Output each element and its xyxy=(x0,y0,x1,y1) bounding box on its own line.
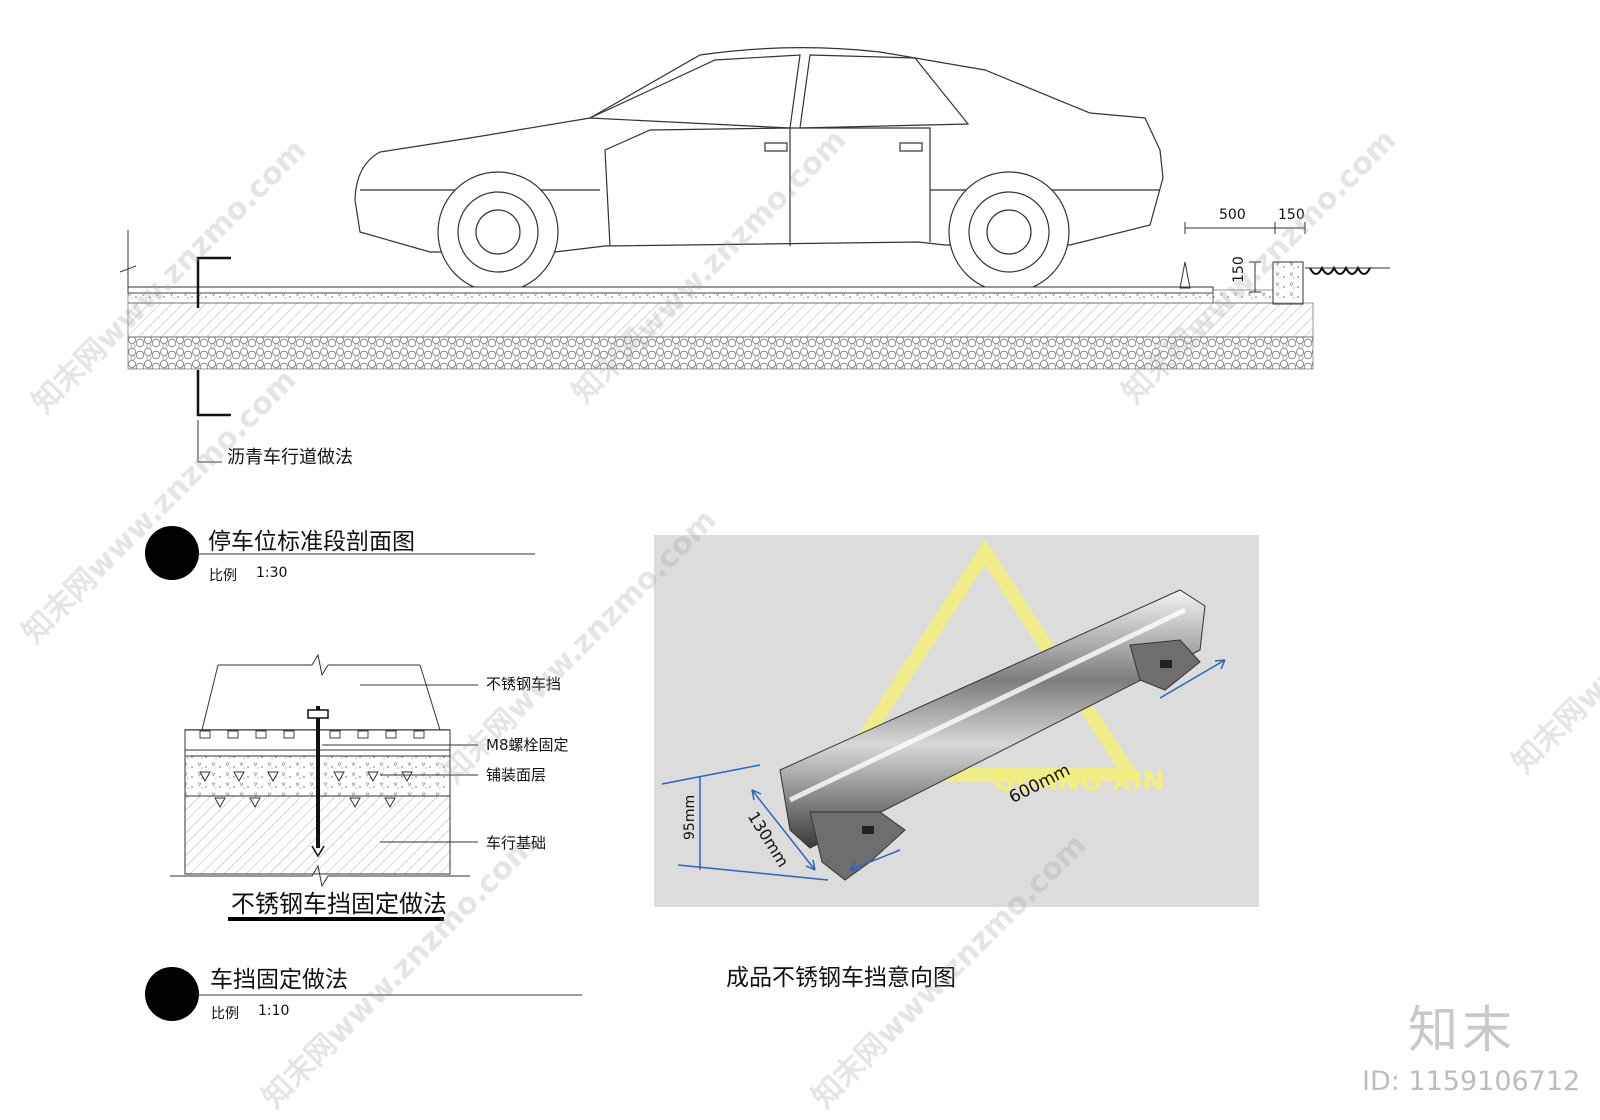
title-bullet-1 xyxy=(145,526,199,580)
label-leader xyxy=(197,420,222,463)
brand-logo: 知末 xyxy=(1408,1001,1516,1059)
detail-label-paving: 铺装面层 xyxy=(486,766,547,784)
detail-label-bolt: M8螺栓固定 xyxy=(486,736,569,754)
stopper-detail xyxy=(170,653,478,888)
photo-caption: 成品不锈钢车挡意向图 xyxy=(726,965,956,991)
photo-logo-text: GUANG XIN xyxy=(993,766,1165,797)
stainless-stopper xyxy=(779,589,1206,881)
dim-150-top: 150 xyxy=(1278,207,1305,223)
detail-label-stopper: 不锈钢车挡 xyxy=(486,675,562,693)
dim-500: 500 xyxy=(1219,207,1246,223)
detail-scale-label: 比例 xyxy=(211,1006,239,1022)
section-cut-mark xyxy=(196,256,231,417)
detail-title: 车挡固定做法 xyxy=(210,967,348,993)
section-scale-value: 1:30 xyxy=(256,565,288,581)
detail-label-base: 车行基础 xyxy=(486,834,547,852)
brand-id: ID: 1159106712 xyxy=(1362,1066,1581,1097)
section-scale-label: 比例 xyxy=(209,568,237,584)
title-bullet-2 xyxy=(145,967,199,1021)
photo-dimensions xyxy=(661,659,1226,881)
section-title: 停车位标准段剖面图 xyxy=(208,529,415,555)
detail-scale-value: 1:10 xyxy=(258,1003,290,1019)
car-elevation xyxy=(354,47,1164,293)
section-label: 沥青车行道做法 xyxy=(227,447,353,468)
road-section xyxy=(119,230,1390,370)
photo-dim-height: 95mm xyxy=(682,794,698,840)
detail-caption: 不锈钢车挡固定做法 xyxy=(231,890,447,918)
section-dimensions xyxy=(1184,222,1306,293)
